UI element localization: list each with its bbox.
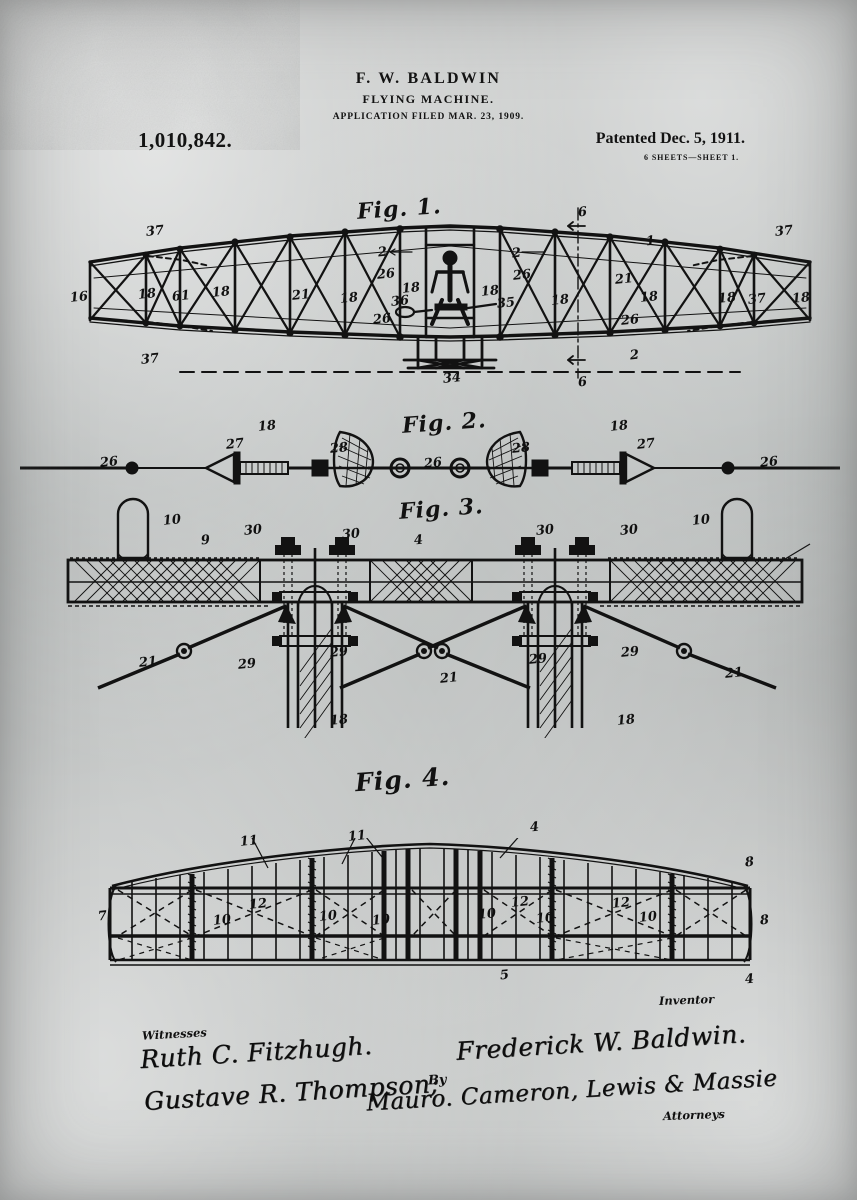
callout-fig1-2-8: 2: [377, 244, 388, 261]
callout-fig4-11-1: 11: [347, 828, 367, 845]
callout-fig1-18-22: 18: [550, 292, 570, 309]
callout-fig2-27-7: 27: [636, 436, 656, 453]
callout-fig3-21-8: 21: [138, 654, 158, 671]
figure-4-drawing: [107, 838, 753, 966]
callout-fig1-16-2: 16: [69, 289, 89, 306]
callout-fig1-18-26: 18: [717, 290, 737, 307]
callout-fig2-26-4: 26: [423, 455, 443, 472]
callout-fig2-26-8: 26: [759, 454, 779, 471]
callout-fig4-10-7: 10: [318, 908, 338, 925]
callout-fig4-12-6: 12: [248, 896, 268, 913]
callout-fig3-30-6: 30: [619, 522, 639, 539]
callout-fig4-8-3: 8: [744, 854, 755, 871]
callout-fig4-10-5: 10: [212, 912, 232, 929]
callout-fig1-61-4: 61: [171, 288, 191, 305]
callout-fig3-21-12: 21: [439, 670, 459, 687]
invention-title-heading: FLYING MACHINE.: [362, 92, 495, 106]
callout-fig3-18-15: 18: [616, 712, 636, 729]
callout-fig1-6-19: 6: [577, 374, 588, 391]
callout-fig3-4-4: 4: [413, 532, 424, 549]
callout-fig2-26-0: 26: [99, 454, 119, 471]
figure-4-caption: Fig. 4.: [354, 761, 452, 798]
callout-fig1-1-20: 1: [645, 233, 656, 250]
callout-fig4-7-4: 7: [97, 908, 108, 925]
callout-fig1-35-16: 35: [496, 295, 516, 312]
callout-fig1-37-29: 37: [774, 223, 794, 240]
callout-fig3-21-16: 21: [724, 665, 744, 682]
callout-fig4-12-10: 12: [510, 894, 530, 911]
patented-date: Patented Dec. 5, 1911.: [595, 130, 745, 147]
callout-fig4-10-8: 10: [371, 912, 391, 929]
callout-fig1-21-21: 21: [614, 271, 634, 288]
callout-fig2-27-1: 27: [225, 436, 245, 453]
callout-fig3-9-1: 9: [200, 532, 211, 549]
patent-number: 1,010,842.: [138, 128, 233, 152]
callout-fig2-28-5: 28: [511, 440, 531, 457]
application-filed-line: APPLICATION FILED MAR. 23, 1909.: [332, 112, 525, 122]
callout-fig3-10-7: 10: [691, 512, 711, 529]
callout-fig1-18-3: 18: [137, 286, 157, 303]
attorneys-label: Attorneys: [662, 1106, 726, 1124]
callout-fig1-18-28: 18: [791, 290, 811, 307]
callout-fig1-2-24: 2: [629, 347, 640, 364]
callout-fig2-18-6: 18: [609, 418, 629, 435]
callout-fig4-10-13: 10: [638, 909, 658, 926]
callout-fig1-26-14: 26: [512, 267, 532, 284]
callout-fig3-29-13: 29: [528, 651, 548, 668]
inventor-name-heading: F. W. BALDWIN: [355, 70, 502, 87]
callout-fig4-12-12: 12: [611, 895, 631, 912]
callout-fig1-18-7: 18: [339, 290, 359, 307]
callout-fig1-37-0: 37: [145, 223, 165, 240]
callout-fig3-29-10: 29: [329, 644, 349, 661]
callout-fig2-18-2: 18: [257, 418, 277, 435]
callout-fig1-36-11: 36: [390, 293, 410, 310]
callout-fig1-26-23: 26: [620, 312, 640, 329]
callout-fig4-5-15: 5: [499, 967, 510, 984]
callout-fig4-4-2: 4: [529, 819, 540, 836]
callout-fig1-6-18: 6: [577, 204, 588, 221]
callout-fig3-30-3: 30: [341, 526, 361, 543]
callout-fig1-34-17: 34: [442, 370, 462, 387]
callout-fig1-18-25: 18: [639, 289, 659, 306]
callout-fig1-37-27: 37: [747, 291, 767, 308]
callout-fig3-30-2: 30: [243, 522, 263, 539]
figure-2-drawing: [20, 430, 840, 488]
callout-fig1-21-6: 21: [291, 287, 311, 304]
callout-fig3-30-5: 30: [535, 522, 555, 539]
callout-fig3-10-0: 10: [162, 512, 182, 529]
figure-1-drawing: [88, 207, 812, 379]
figure-3-drawing: [66, 497, 811, 738]
callout-fig1-26-12: 26: [372, 311, 392, 328]
callout-fig1-2-13: 2: [511, 245, 522, 262]
sheet-count-line: 6 SHEETS—SHEET 1.: [644, 153, 739, 162]
callout-fig3-18-11: 18: [329, 712, 349, 729]
sheet-header: F. W. BALDWIN FLYING MACHINE. APPLICATIO…: [0, 70, 857, 122]
callout-fig4-8-14: 8: [759, 912, 770, 929]
callout-fig3-29-14: 29: [620, 644, 640, 661]
callout-fig4-4-16: 4: [744, 971, 755, 988]
callout-fig4-10-9: 10: [477, 906, 497, 923]
callout-fig4-11-0: 11: [239, 833, 259, 850]
inventor-label: Inventor: [658, 992, 715, 1008]
callout-fig1-18-5: 18: [211, 284, 231, 301]
callout-fig4-10-11: 10: [535, 910, 555, 927]
callout-fig1-26-9: 26: [376, 266, 396, 283]
witnesses-label: Witnesses: [141, 1025, 208, 1043]
callout-fig1-37-1: 37: [140, 351, 160, 368]
callout-fig3-29-9: 29: [237, 656, 257, 673]
callout-fig2-28-3: 28: [329, 440, 349, 457]
inventor-signature: Frederick W. Baldwin.: [455, 1019, 747, 1066]
